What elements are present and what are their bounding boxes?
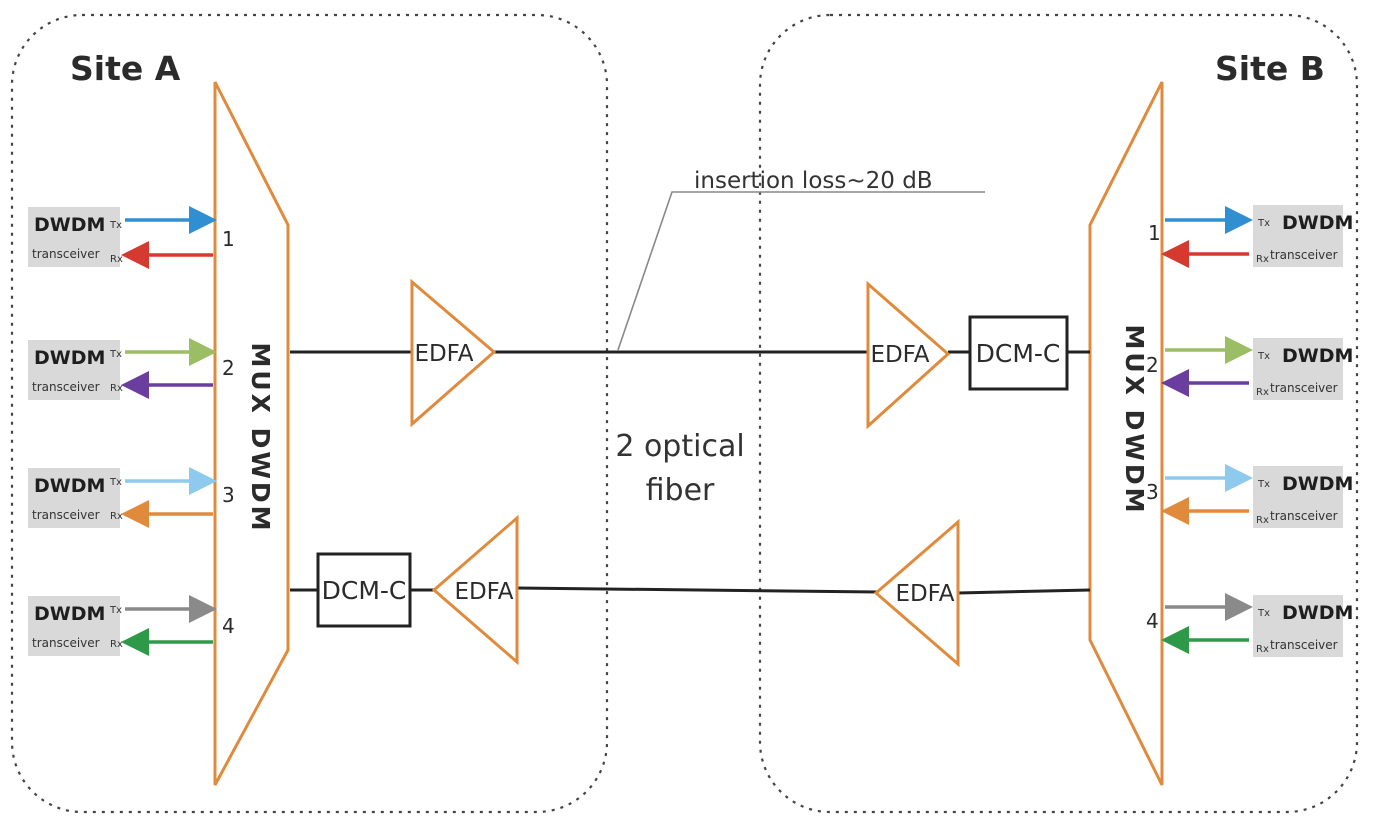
- svg-text:Rx: Rx: [1256, 644, 1269, 655]
- edfa-a-bottom-label: EDFA: [454, 579, 513, 605]
- fiber-bottom-span: [516, 586, 879, 594]
- fiber-count-line1: 2 optical: [615, 429, 744, 464]
- svg-text:Tx: Tx: [109, 349, 122, 360]
- svg-text:transceiver: transceiver: [32, 508, 100, 522]
- svg-text:Tx: Tx: [1257, 218, 1270, 229]
- svg-text:Tx: Tx: [109, 477, 122, 488]
- dcm-b-top-label: DCM-C: [976, 339, 1061, 368]
- mux-b: [1088, 81, 1164, 786]
- dcm-a-bottom: [316, 552, 412, 628]
- dcm-b-top: [968, 315, 1069, 391]
- site-a-title: Site A: [70, 49, 181, 88]
- edfa-b-top-label: EDFA: [870, 342, 929, 368]
- site-a-port-3: 3: [222, 483, 235, 507]
- site-b-transceiver-3: Tx DWDM Rx transceiver 3: [1146, 464, 1353, 528]
- svg-text:DWDM: DWDM: [34, 214, 105, 236]
- site-b-port-4: 4: [1146, 609, 1159, 633]
- svg-text:DWDM: DWDM: [1282, 212, 1353, 234]
- site-a-port-1: 1: [222, 227, 235, 251]
- svg-text:Rx: Rx: [110, 383, 123, 394]
- edfa-b-bottom: [873, 518, 960, 668]
- edfa-b-top: [866, 280, 951, 430]
- svg-text:transceiver: transceiver: [32, 247, 100, 261]
- svg-text:Tx: Tx: [109, 605, 122, 616]
- fiber-bottom-b: [957, 588, 1091, 595]
- site-a-port-2: 2: [222, 356, 235, 380]
- mux-a: [213, 81, 290, 786]
- mux-b-label: MUX DWDM: [1120, 324, 1149, 515]
- site-a-port-4: 4: [222, 614, 235, 638]
- svg-text:Tx: Tx: [109, 220, 122, 231]
- svg-text:Tx: Tx: [1257, 351, 1270, 362]
- svg-text:transceiver: transceiver: [32, 636, 100, 650]
- svg-text:DWDM: DWDM: [34, 603, 105, 625]
- svg-text:Rx: Rx: [1256, 254, 1269, 265]
- site-b-transceiver-1: Tx DWDM Rx transceiver 1: [1148, 205, 1353, 268]
- svg-text:Rx: Rx: [1256, 515, 1269, 526]
- svg-text:transceiver: transceiver: [32, 380, 100, 394]
- insertion-loss-label: insertion loss~20 dB: [694, 168, 933, 194]
- dcm-a-bottom-label: DCM-C: [322, 576, 407, 605]
- fiber-count-line2: fiber: [646, 473, 715, 508]
- edfa-a-top-label: EDFA: [414, 341, 473, 367]
- edfa-a-bottom: [431, 514, 519, 666]
- site-b-title: Site B: [1215, 49, 1325, 88]
- edfa-b-bottom-label: EDFA: [895, 581, 954, 607]
- site-b-port-3: 3: [1146, 480, 1159, 504]
- svg-text:Rx: Rx: [110, 639, 123, 650]
- site-a-transceiver-3: DWDM transceiver Tx Rx 3: [28, 467, 235, 528]
- edfa-a-top: [410, 278, 497, 428]
- insertion-loss-leader: [617, 191, 985, 351]
- svg-text:DWDM: DWDM: [1282, 345, 1353, 367]
- svg-text:transceiver: transceiver: [1270, 638, 1338, 652]
- svg-text:Rx: Rx: [1256, 387, 1269, 398]
- svg-text:Rx: Rx: [110, 511, 123, 522]
- svg-text:Tx: Tx: [1257, 479, 1270, 490]
- svg-text:DWDM: DWDM: [1282, 602, 1353, 624]
- site-b-transceiver-4: Tx DWDM Rx transceiver 4: [1146, 593, 1353, 657]
- svg-text:transceiver: transceiver: [1270, 248, 1338, 262]
- svg-text:transceiver: transceiver: [1270, 509, 1338, 523]
- svg-text:Rx: Rx: [110, 254, 123, 265]
- site-a-transceiver-1: DWDM transceiver Tx Rx 1: [28, 206, 235, 269]
- svg-text:DWDM: DWDM: [1282, 473, 1353, 495]
- site-b-boundary: [758, 13, 1359, 814]
- svg-text:Tx: Tx: [1257, 608, 1270, 619]
- site-a-transceiver-4: DWDM transceiver Tx Rx 4: [28, 595, 235, 656]
- site-a-transceiver-2: DWDM transceiver Tx Rx 2: [28, 338, 235, 400]
- site-b-port-1: 1: [1148, 221, 1161, 245]
- mux-a-label: MUX DWDM: [246, 342, 275, 533]
- site-a-boundary: [10, 13, 609, 814]
- svg-text:DWDM: DWDM: [34, 475, 105, 497]
- svg-text:transceiver: transceiver: [1270, 381, 1338, 395]
- svg-text:DWDM: DWDM: [34, 347, 105, 369]
- site-b-port-2: 2: [1146, 353, 1159, 377]
- site-b-transceiver-2: Tx DWDM Rx transceiver 2: [1146, 336, 1353, 400]
